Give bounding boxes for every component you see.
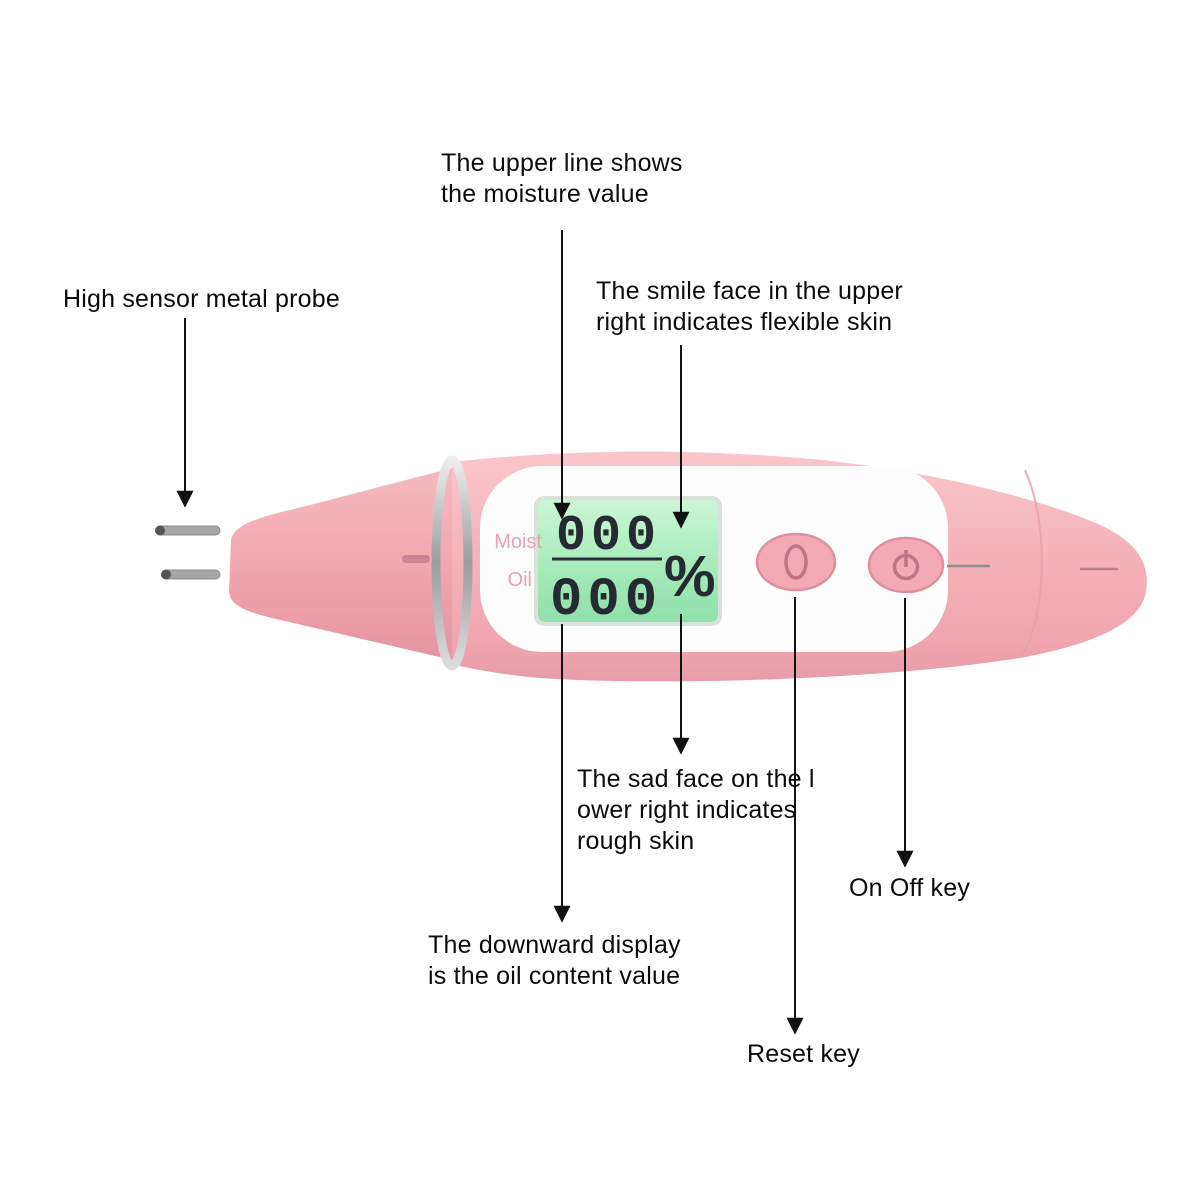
reset-icon [784,544,808,580]
annotation-sad-face: The sad face on the l ower right indicat… [577,765,815,855]
nose-slot [402,555,430,563]
moist-value: 000 [556,508,661,565]
reset-button [755,532,837,592]
power-icon [892,550,920,581]
annotation-moisture-line: The upper line shows the moisture value [441,149,683,208]
annotation-arrows [176,230,914,1035]
annotation-probe: High sensor metal probe [63,285,340,313]
annotation-reset-key: Reset key [747,1040,860,1068]
device-nose [229,468,452,660]
moist-label: Moist [494,531,542,553]
power-button [867,536,945,594]
percent-sign: % [664,544,716,609]
lcd-screen [538,500,718,622]
annotation-smile-face: The smile face in the upper right indica… [596,277,903,336]
oil-value: 000 [550,570,662,631]
end-cap-seam [1021,469,1043,657]
oil-label: Oil [508,569,532,591]
chrome-ring [431,455,473,671]
annotation-on-off-key: On Off key [849,874,971,902]
metal-probe-pins [155,525,221,580]
annotation-oil-display: The downward display is the oil content … [428,931,681,990]
